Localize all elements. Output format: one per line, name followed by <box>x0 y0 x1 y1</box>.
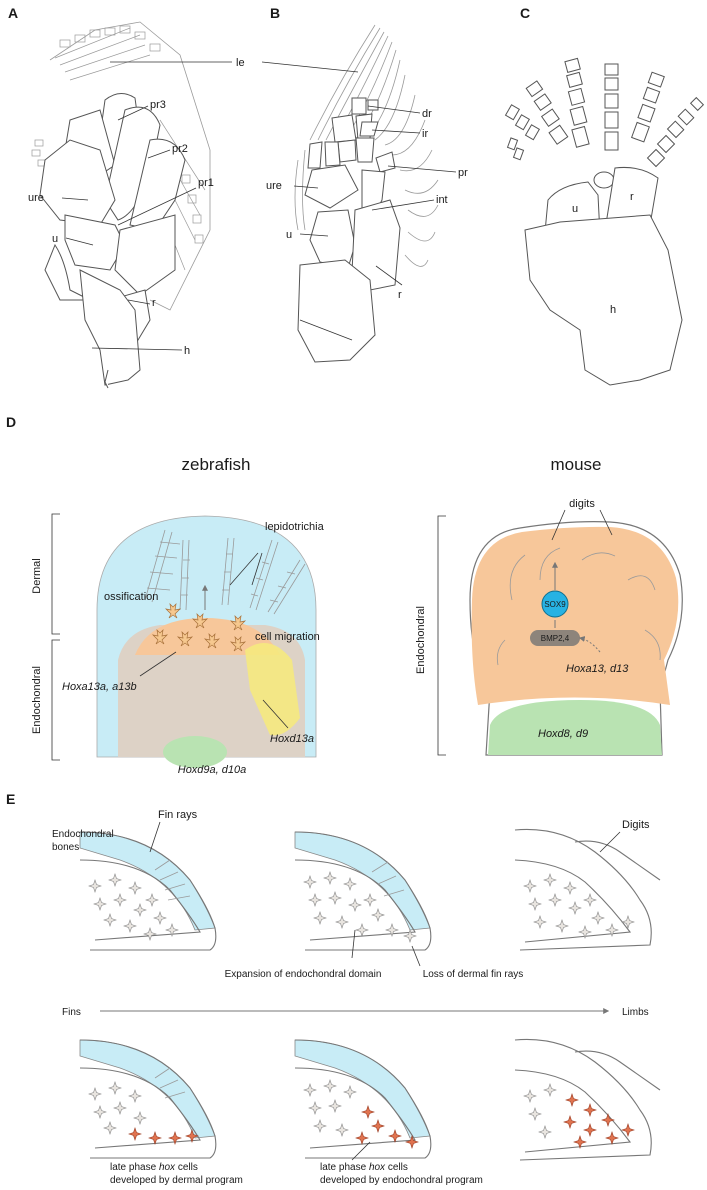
e6-cells <box>523 1083 635 1149</box>
bracket-endochondral-mouse-label: Endochondral <box>415 606 427 674</box>
hoxd9a-label: Hoxd9a, d10a <box>178 764 247 776</box>
label-u-c: u <box>572 203 578 215</box>
label-r-a: r <box>152 297 156 309</box>
late-endo-label-2: developed by endochondral program <box>320 1175 483 1186</box>
label-u-b: u <box>286 229 292 241</box>
ossification-label: ossification <box>104 591 158 603</box>
e-row2-fin <box>79 1039 217 1159</box>
label-ir: ir <box>422 128 428 140</box>
panel-b-letter: B <box>270 5 280 21</box>
panel-c-letter: C <box>520 5 530 21</box>
label-h-c: h <box>610 304 616 316</box>
e-row1-mid <box>294 831 432 967</box>
panel-c-digits <box>504 57 705 168</box>
late-dermal-label-1: late phase hox cells <box>110 1162 198 1173</box>
e3-cells <box>523 873 635 939</box>
panel-d-letter: D <box>6 414 16 430</box>
sox9-label: SOX9 <box>544 600 566 609</box>
lepidotrichia-rays <box>144 529 306 615</box>
panel-b: B <box>261 5 468 363</box>
hoxa13a-label: Hoxa13a, a13b <box>62 681 137 693</box>
cell-migration-label: cell migration <box>255 631 320 643</box>
label-pr3: pr3 <box>150 99 166 111</box>
hoxd8-domain <box>488 700 662 755</box>
loss-label: Loss of dermal fin rays <box>423 969 524 980</box>
hoxd13a-label: Hoxd13a <box>270 733 314 745</box>
hoxd9a-domain <box>163 736 227 768</box>
label-r-b: r <box>398 289 402 301</box>
label-pr1: pr1 <box>198 177 214 189</box>
limbs-label: Limbs <box>622 1007 649 1018</box>
mouse-title: mouse <box>550 455 601 474</box>
digits-label-e: Digits <box>622 819 650 831</box>
panel-e-letter: E <box>6 791 15 807</box>
fins-label: Fins <box>62 1007 81 1018</box>
lepidotrichia-label: lepidotrichia <box>265 521 325 533</box>
panel-c: C <box>504 5 705 386</box>
label-pr2: pr2 <box>172 143 188 155</box>
panel-a: A <box>8 5 245 389</box>
sox9-circle <box>541 590 569 618</box>
e-row2-mid <box>294 1039 432 1161</box>
fin-rays-label: Fin rays <box>158 809 198 821</box>
panel-b-leaders <box>261 61 457 341</box>
expansion-label: Expansion of endochondral domain <box>225 969 382 980</box>
label-ure-a: ure <box>28 192 44 204</box>
endochondral-orange-domain <box>135 618 280 655</box>
label-le-a: le <box>236 57 245 69</box>
bracket-dermal-label: Dermal <box>31 558 43 593</box>
panel-b-bones <box>297 97 401 363</box>
e-row1-fin: Fin rays Endochondral bones <box>52 809 217 951</box>
label-pr: pr <box>458 167 468 179</box>
e-row2-limb <box>514 1038 661 1161</box>
panel-d: D zebrafish Dermal Endochondral <box>6 414 683 776</box>
bmp-pill <box>530 630 580 646</box>
endochondral-bones-label-1: Endochondral <box>52 829 114 840</box>
hoxd8-label: Hoxd8, d9 <box>538 728 588 740</box>
panel-e: E Fin rays Endochondral bones <box>6 791 661 1186</box>
late-dermal-label-2: developed by dermal program <box>110 1175 243 1186</box>
label-u-a: u <box>52 233 58 245</box>
label-dr: dr <box>422 108 432 120</box>
endochondral-bones-label-2: bones <box>52 842 79 853</box>
label-h-a: h <box>184 345 190 357</box>
e-row1-limb: Digits <box>514 819 661 951</box>
label-int: int <box>436 194 448 206</box>
panel-a-leaders <box>61 61 232 351</box>
autopod-domain <box>471 526 679 705</box>
hoxd13a-domain <box>245 642 300 736</box>
digits-label-d: digits <box>569 498 595 510</box>
bracket-endochondral-zebrafish-label: Endochondral <box>31 666 43 734</box>
zebrafish-title: zebrafish <box>182 455 251 474</box>
panel-a-letter: A <box>8 5 18 21</box>
mouse-limb-diagram: mouse Endochondral digits SOX9 BMP2,4 <box>415 455 683 756</box>
label-ure-b: ure <box>266 180 282 192</box>
panel-a-bones <box>39 93 186 389</box>
hoxa13-label: Hoxa13, d13 <box>566 663 629 675</box>
label-r-c: r <box>630 191 634 203</box>
zebrafish-fin-diagram: zebrafish Dermal Endochondral <box>31 455 325 776</box>
panel-c-bones <box>524 167 683 386</box>
late-endo-label-1: late phase hox cells <box>320 1162 408 1173</box>
bmp-label: BMP2,4 <box>541 634 570 643</box>
